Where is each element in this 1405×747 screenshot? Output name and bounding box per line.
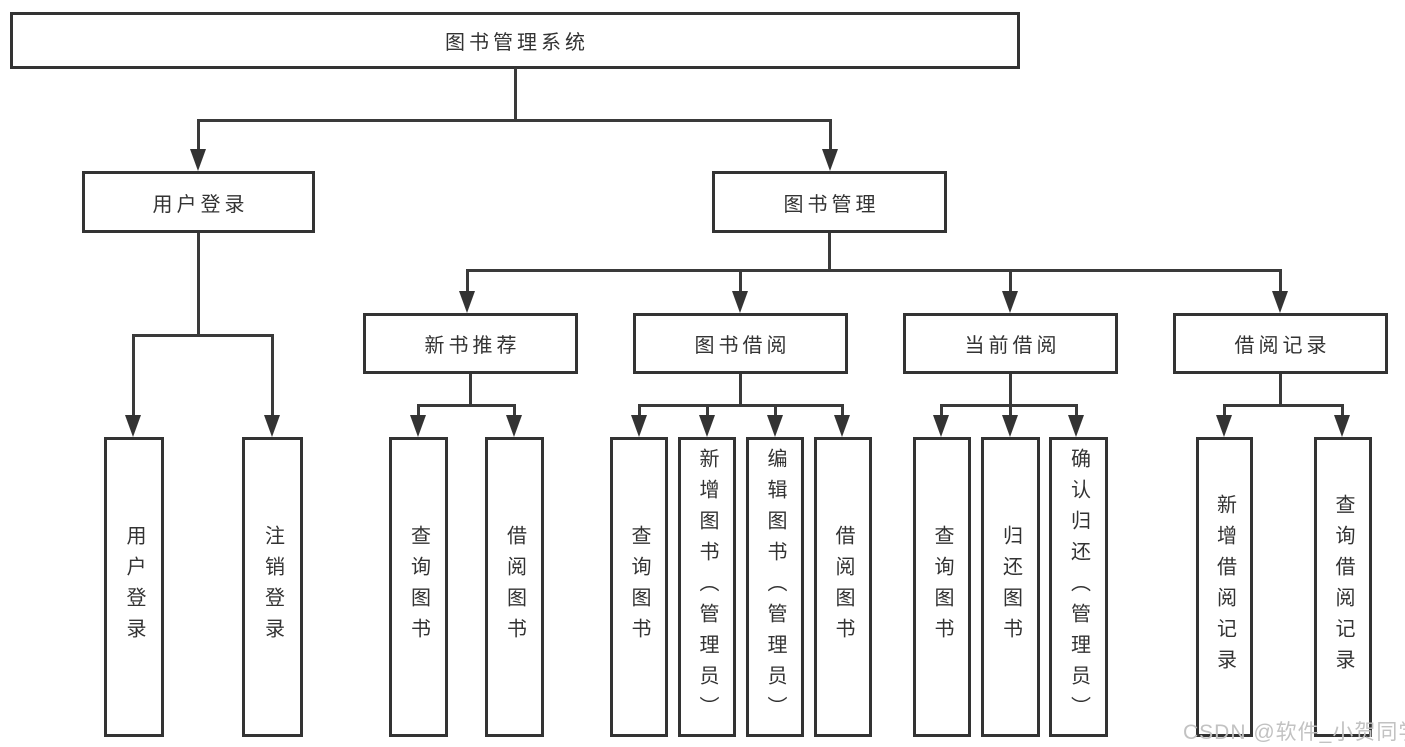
arrowhead [699, 415, 715, 437]
node-library-management-system: 图书管理系统 [10, 12, 1020, 69]
arrowhead-user-login [190, 149, 206, 171]
arrowhead [506, 415, 522, 437]
connector-user-login-rail [132, 334, 274, 337]
arrowhead [631, 415, 647, 437]
connector-root-rail [197, 119, 831, 122]
leaf-label: 新增借阅记录 [1213, 494, 1236, 680]
connector-drop [706, 404, 709, 418]
leaf-label: 注销登录 [261, 525, 284, 649]
leaf-borrow-books: 借阅图书 [814, 437, 872, 737]
connector-book-borrow-stem [739, 374, 742, 407]
connector-borrow-records-rail [1223, 404, 1343, 407]
arrowhead-leaf-logout [264, 415, 280, 437]
connector-drop-borrow-records [1279, 269, 1282, 293]
connector-user-login-stem [197, 233, 200, 337]
leaf-label: 查询借阅记录 [1332, 494, 1354, 680]
arrowhead-book-management [822, 149, 838, 171]
connector-drop [417, 404, 420, 418]
connector-drop-user-login [197, 119, 200, 151]
connector-borrow-records-stem [1279, 374, 1282, 407]
arrowhead-leaf-user-login [125, 415, 141, 437]
connector-drop [1075, 404, 1078, 418]
connector-drop-leaf-logout [271, 334, 274, 417]
node-book-management: 图书管理 [712, 171, 947, 233]
arrowhead [1334, 415, 1350, 437]
arrowhead [1002, 415, 1018, 437]
leaf-label: 确认归还（管理员） [1067, 447, 1090, 727]
leaf-label: 借阅图书 [832, 525, 854, 649]
arrowhead-new-books [459, 291, 475, 313]
arrowhead [1068, 415, 1084, 437]
arrowhead-borrow-records [1272, 291, 1288, 313]
leaf-confirm-return-admin: 确认归还（管理员） [1049, 437, 1108, 737]
leaf-label: 查询图书 [407, 525, 430, 649]
connector-drop [1009, 404, 1012, 418]
arrowhead [933, 415, 949, 437]
connector-book-management-rail [466, 269, 1281, 272]
leaf-label: 编辑图书（管理员） [764, 447, 786, 727]
connector-new-books-rail [417, 404, 516, 407]
node-book-borrow: 图书借阅 [633, 313, 848, 374]
leaf-label: 用户登录 [123, 525, 145, 649]
connector-drop [513, 404, 516, 418]
connector-book-borrow-rail [638, 404, 844, 407]
leaf-label: 借阅图书 [503, 525, 526, 649]
connector-drop [774, 404, 777, 418]
arrowhead [834, 415, 850, 437]
csdn-watermark: CSDN @软件_小贺同学 [1183, 721, 1405, 744]
node-current-borrow: 当前借阅 [903, 313, 1118, 374]
arrowhead [1216, 415, 1232, 437]
node-user-login: 用户登录 [82, 171, 315, 233]
connector-drop [841, 404, 844, 418]
leaf-borrow-books-recommend: 借阅图书 [485, 437, 544, 737]
connector-drop-leaf-user-login [132, 334, 135, 417]
arrowhead [767, 415, 783, 437]
arrowhead-current-borrow [1002, 291, 1018, 313]
leaf-label: 新增图书（管理员） [696, 447, 718, 727]
leaf-query-borrow-record: 查询借阅记录 [1314, 437, 1372, 737]
leaf-query-books-borrow: 查询图书 [610, 437, 668, 737]
leaf-add-borrow-record: 新增借阅记录 [1196, 437, 1253, 737]
node-new-book-recommend: 新书推荐 [363, 313, 578, 374]
connector-drop-current-borrow [1009, 269, 1012, 293]
connector-current-borrow-stem [1009, 374, 1012, 407]
connector-drop [940, 404, 943, 418]
connector-root-stem [514, 68, 517, 121]
leaf-logout: 注销登录 [242, 437, 303, 737]
leaf-user-login: 用户登录 [104, 437, 164, 737]
leaf-add-books-admin: 新增图书（管理员） [678, 437, 736, 737]
connector-book-management-stem [828, 233, 831, 272]
connector-drop-book-borrow [739, 269, 742, 293]
leaf-label: 归还图书 [999, 525, 1022, 649]
node-borrow-records: 借阅记录 [1173, 313, 1388, 374]
leaf-label: 查询图书 [628, 525, 650, 649]
connector-drop-book-management [829, 119, 832, 151]
leaf-label: 查询图书 [931, 525, 953, 649]
connector-drop-new-books [466, 269, 469, 293]
connector-drop [1341, 404, 1344, 418]
connector-drop [1223, 404, 1226, 418]
arrowhead-book-borrow [732, 291, 748, 313]
leaf-return-books: 归还图书 [981, 437, 1040, 737]
arrowhead [410, 415, 426, 437]
leaf-edit-books-admin: 编辑图书（管理员） [746, 437, 804, 737]
connector-new-books-stem [469, 374, 472, 407]
connector-drop [638, 404, 641, 418]
leaf-query-books-current: 查询图书 [913, 437, 971, 737]
leaf-query-books-recommend: 查询图书 [389, 437, 448, 737]
